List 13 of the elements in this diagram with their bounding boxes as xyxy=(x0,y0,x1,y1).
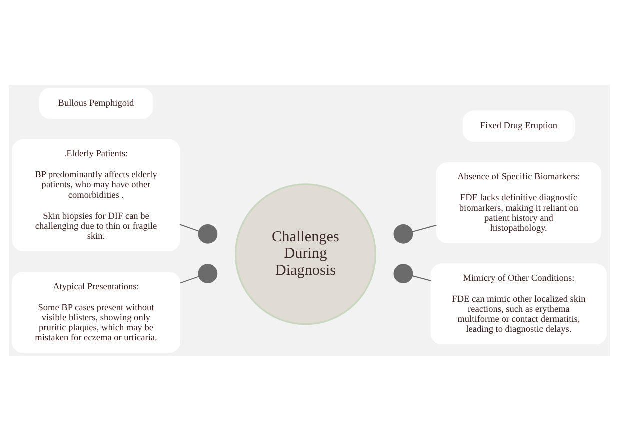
connector xyxy=(180,224,200,232)
connector xyxy=(412,276,432,282)
connector xyxy=(412,224,437,232)
node-circle xyxy=(394,224,414,244)
connector xyxy=(180,276,200,284)
node-circle: Challenges During Diagnosis xyxy=(234,184,377,326)
node-circle xyxy=(198,224,218,244)
node-circle xyxy=(198,264,218,284)
node-circle xyxy=(394,264,414,284)
node-box: .Elderly Patients: BP predominantly affects elderly patients, who may have other comorbidities . Skin biopsies for DIF can be challenging due to thin or fragile skin. xyxy=(12,139,180,252)
node-box: Mimicry of Other Conditions: FDE can mimic other localized skin reactions, such as erythema multiforme or contact dermatitis, leading to diagnostic delays. xyxy=(430,264,608,345)
node-box: Atypical Presentations: Some BP cases present without visible blisters, showing only pruritic plaques, which may be mistaken for eczema or urticaria. xyxy=(12,272,181,354)
node-box: Absence of Specific Biomarkers: FDE lacks definitive diagnostic biomarkers, making it reliant on patient history and histopathology. xyxy=(436,162,602,244)
